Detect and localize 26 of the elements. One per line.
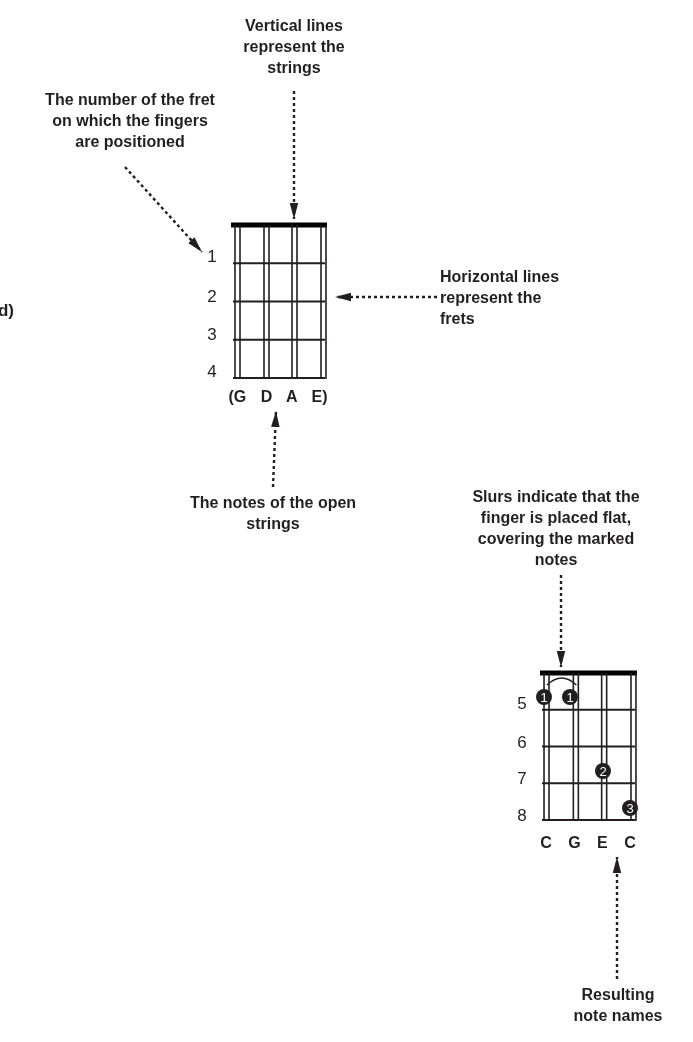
annotation-text: The notes of the open strings: [188, 493, 358, 534]
note-names: (G D A E): [228, 388, 328, 406]
fret-number: 8: [517, 806, 527, 824]
dotted-arrow: [335, 292, 437, 302]
annotation-text: The number of the fret on which the fingers are positioned: [44, 89, 216, 152]
finger-number: 1: [566, 690, 574, 704]
annotation-text: Slurs indicate that the finger is placed flat, covering the marked notes: [471, 487, 641, 570]
dotted-arrow: [612, 857, 622, 979]
fret-number: 6: [517, 733, 527, 751]
fret-number: 7: [517, 769, 527, 787]
fret-number: 4: [207, 362, 217, 380]
fret-number: 2: [207, 287, 217, 305]
finger-number: 1: [540, 690, 548, 704]
note-names: C G E C: [540, 834, 636, 852]
finger-number: 3: [626, 801, 634, 815]
annotation-text: Horizontal lines represent the frets: [440, 266, 561, 329]
fret-number: 1: [207, 247, 217, 267]
annotation-text: Resulting note names: [572, 985, 664, 1026]
fret-number: 3: [207, 325, 217, 343]
dotted-arrow: [289, 91, 299, 219]
annotation-text: Vertical lines represent the strings: [242, 15, 346, 78]
dotted-arrow: [124, 166, 203, 253]
dotted-arrow: [556, 575, 566, 667]
fret-number: 5: [517, 694, 527, 712]
finger-number: 2: [599, 764, 607, 778]
dotted-arrow: [271, 410, 280, 488]
